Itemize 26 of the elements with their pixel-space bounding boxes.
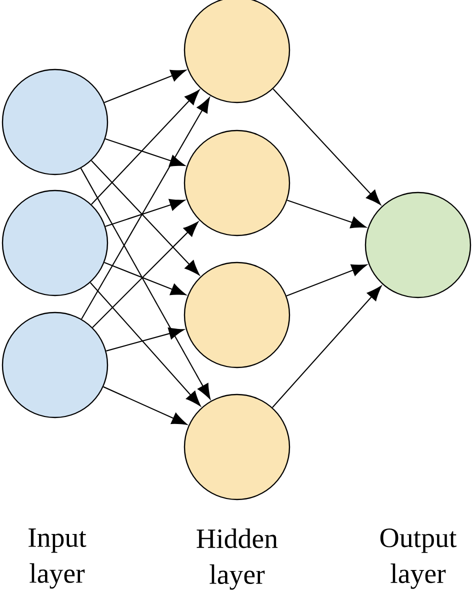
arrow — [92, 222, 198, 328]
neuron-circle — [2, 312, 108, 418]
neuron-circle — [2, 68, 108, 176]
neuron-circle — [184, 130, 290, 236]
layer-label: Hidden layer — [196, 528, 278, 590]
arrow — [80, 168, 211, 400]
neuron-circle — [2, 190, 108, 296]
arrow — [91, 160, 200, 276]
arrow — [103, 386, 188, 425]
arrow — [272, 88, 381, 205]
arrow — [272, 286, 382, 408]
arrow — [286, 264, 367, 296]
arrow — [106, 328, 184, 352]
arrow — [81, 97, 210, 320]
arrow — [104, 262, 186, 296]
layer-label: Input layer — [28, 528, 86, 589]
arrow — [287, 200, 366, 228]
arrow — [104, 70, 186, 103]
arrow — [91, 90, 200, 205]
layer-label: Output layer — [380, 528, 457, 589]
arrow — [90, 282, 201, 406]
neuron-circle — [364, 192, 472, 298]
neuron-circle — [184, 394, 290, 500]
arrow — [105, 198, 185, 227]
neuron-circle — [184, 262, 290, 368]
arrow — [105, 138, 186, 167]
